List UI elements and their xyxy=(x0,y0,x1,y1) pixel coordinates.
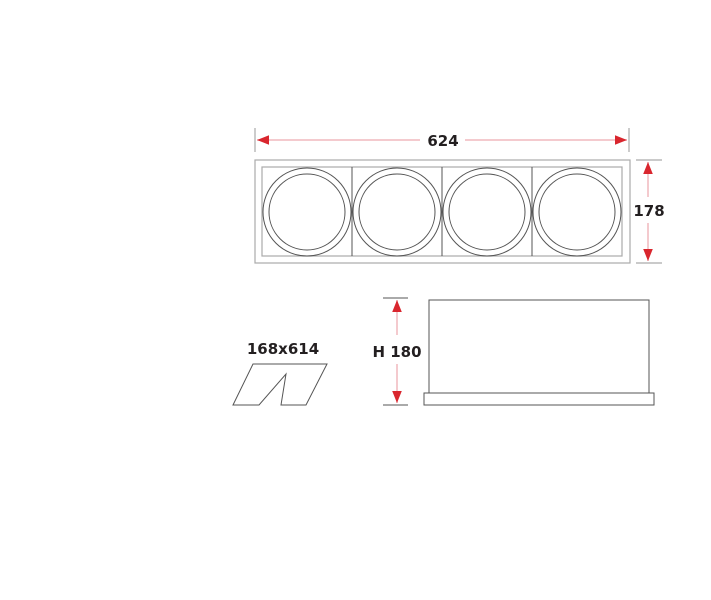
side-view: H 180 xyxy=(372,297,655,406)
lamp-inner-ring xyxy=(268,173,346,251)
housing-body xyxy=(428,299,650,394)
lamp-outer-ring xyxy=(352,167,442,257)
top-view: 624 178 xyxy=(254,128,665,264)
lamp-inner-ring xyxy=(538,173,616,251)
lamp-outer-ring xyxy=(262,167,352,257)
height-label: 178 xyxy=(633,202,664,220)
lamp-outer-ring xyxy=(442,167,532,257)
cutout-view: 168x614 xyxy=(232,340,328,406)
lamp-inner-ring xyxy=(448,173,526,251)
lamp-inner-ring xyxy=(358,173,436,251)
outer-frame xyxy=(254,159,631,264)
width-label: 624 xyxy=(427,132,458,150)
cutout-shape xyxy=(232,363,328,406)
cutout-label: 168x614 xyxy=(247,340,319,358)
lamp-outer-ring xyxy=(532,167,622,257)
housing-flange xyxy=(423,392,655,406)
side-height-label: H 180 xyxy=(372,343,421,361)
